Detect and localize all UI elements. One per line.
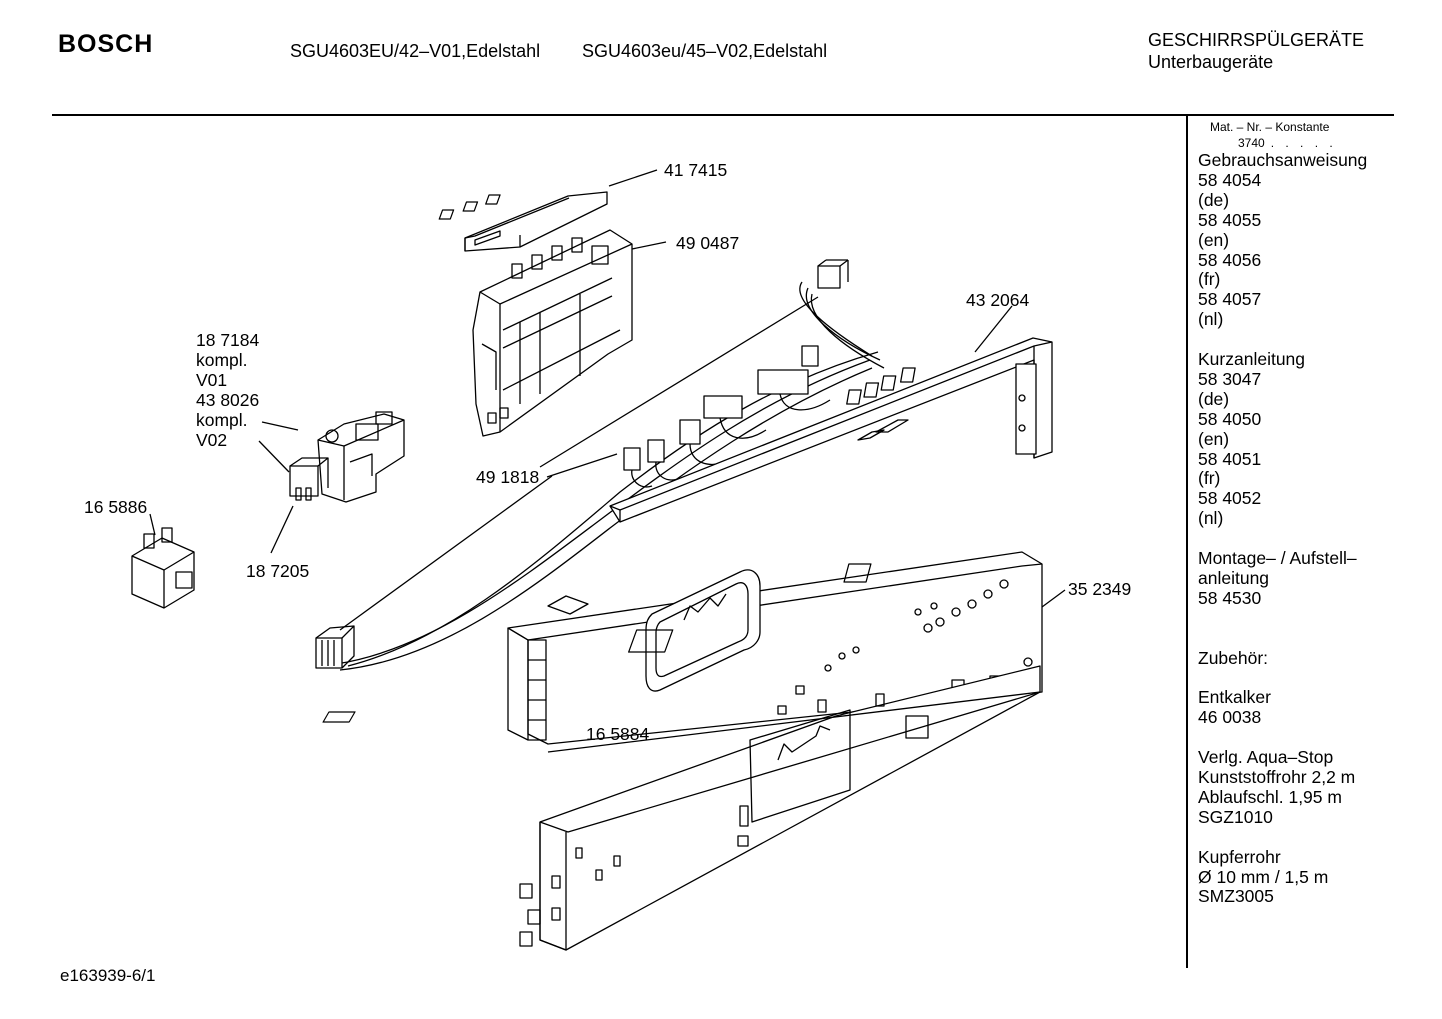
sidebar-line: (de) xyxy=(1198,388,1230,409)
part-label-432064: 43 2064 xyxy=(966,290,1030,310)
category-heading: GESCHIRRSPÜLGERÄTE Unterbaugeräte xyxy=(1148,29,1364,73)
sidebar-line: (fr) xyxy=(1198,468,1221,489)
sidebar-line: SGZ1010 xyxy=(1198,806,1273,827)
part-switch xyxy=(131,527,195,609)
model-label-2: SGU4603eu/45–V02,Edelstahl xyxy=(582,41,828,61)
sidebar-line: 58 3047 xyxy=(1198,368,1262,389)
part-label-165884: 16 5884 xyxy=(586,724,650,744)
mat-number-dots: . . . . . xyxy=(1270,136,1337,150)
sidebar-spacer xyxy=(1198,609,1367,629)
leader-lines xyxy=(149,169,1066,722)
sidebar-line: 58 4054 xyxy=(1198,169,1262,190)
sidebar-line: Kurzanleitung xyxy=(1198,349,1306,370)
part-panel-frame xyxy=(609,337,1053,523)
part-door-lock xyxy=(289,411,405,503)
part-label-187184-line: kompl. xyxy=(196,410,248,430)
part-label-187184-line: V01 xyxy=(196,370,228,390)
part-label-187184-line: kompl. xyxy=(196,350,248,370)
part-label-352349: 35 2349 xyxy=(1068,579,1132,599)
brand-logo: BOSCH xyxy=(58,30,154,58)
sidebar-line: 58 4057 xyxy=(1198,289,1262,310)
sidebar-spacer xyxy=(1198,330,1367,350)
sidebar-line: 58 4530 xyxy=(1198,587,1262,608)
part-label-187184-line: 43 8026 xyxy=(196,390,260,410)
header-divider xyxy=(52,114,1394,116)
part-label-417415: 41 7415 xyxy=(664,160,728,180)
sidebar-spacer xyxy=(1198,828,1367,848)
drawing-code: e163939-6/1 xyxy=(60,966,156,985)
part-button-strip xyxy=(438,191,608,252)
part-front-panel xyxy=(322,551,1043,951)
sidebar-line: 58 4052 xyxy=(1198,488,1262,509)
sidebar-line: Ø 10 mm / 1,5 m xyxy=(1198,866,1329,887)
sidebar-line: Zubehör: xyxy=(1198,647,1269,668)
sidebar-spacer xyxy=(1198,728,1367,748)
part-label-490487: 49 0487 xyxy=(676,233,740,253)
exploded-parts-diagram xyxy=(131,169,1066,951)
sidebar-line: Kunststoffrohr 2,2 m xyxy=(1198,767,1356,787)
sidebar-line: Kupferrohr xyxy=(1198,846,1281,867)
sidebar-line: 58 4051 xyxy=(1198,448,1262,469)
part-control-module xyxy=(472,229,633,437)
sidebar-line: Verlg. Aqua–Stop xyxy=(1198,747,1334,768)
part-label-187205: 18 7205 xyxy=(246,561,310,581)
part-label-187184-line: 18 7184 xyxy=(196,330,260,350)
sidebar-spacer xyxy=(1198,629,1367,649)
sidebar-line: (nl) xyxy=(1198,309,1224,330)
sidebar-line: (en) xyxy=(1198,428,1230,449)
sidebar-line: Ablaufschl. 1,95 m xyxy=(1198,786,1342,807)
mat-number-label: Mat. – Nr. – Konstante xyxy=(1210,120,1330,134)
sidebar-line: SMZ3005 xyxy=(1198,886,1274,907)
sidebar-line: anleitung xyxy=(1198,568,1270,588)
mat-number-value: 3740 . . . . . xyxy=(1238,136,1337,150)
part-wiring-harness xyxy=(315,259,885,671)
sidebar-divider xyxy=(1186,116,1188,968)
category-subtitle: Unterbaugeräte xyxy=(1148,52,1274,72)
category-title: GESCHIRRSPÜLGERÄTE xyxy=(1148,30,1365,50)
part-label-491818: 49 1818 xyxy=(476,467,540,487)
sidebar-line: (fr) xyxy=(1198,269,1221,290)
sidebar-line: 46 0038 xyxy=(1198,707,1262,728)
sidebar-spacer xyxy=(1198,669,1367,689)
sidebar-line: 58 4056 xyxy=(1198,249,1262,270)
model-label-1: SGU4603EU/42–V01,Edelstahl xyxy=(290,41,541,61)
sidebar-spacer xyxy=(1198,529,1367,549)
sidebar-line: Gebrauchsanweisung xyxy=(1198,150,1368,170)
part-label-165886: 16 5886 xyxy=(84,497,148,517)
sidebar-line: (en) xyxy=(1198,229,1230,250)
sidebar-line: Entkalker xyxy=(1198,687,1271,708)
sidebar-line: (nl) xyxy=(1198,508,1224,529)
sidebar-line: 58 4050 xyxy=(1198,408,1262,429)
sidebar-line: Montage– / Aufstell– xyxy=(1198,548,1357,569)
mat-number-code: 3740 xyxy=(1238,136,1265,150)
sidebar-line: (de) xyxy=(1198,189,1230,210)
sidebar-line: 58 4055 xyxy=(1198,209,1262,230)
part-label-187184-line: V02 xyxy=(196,430,228,450)
